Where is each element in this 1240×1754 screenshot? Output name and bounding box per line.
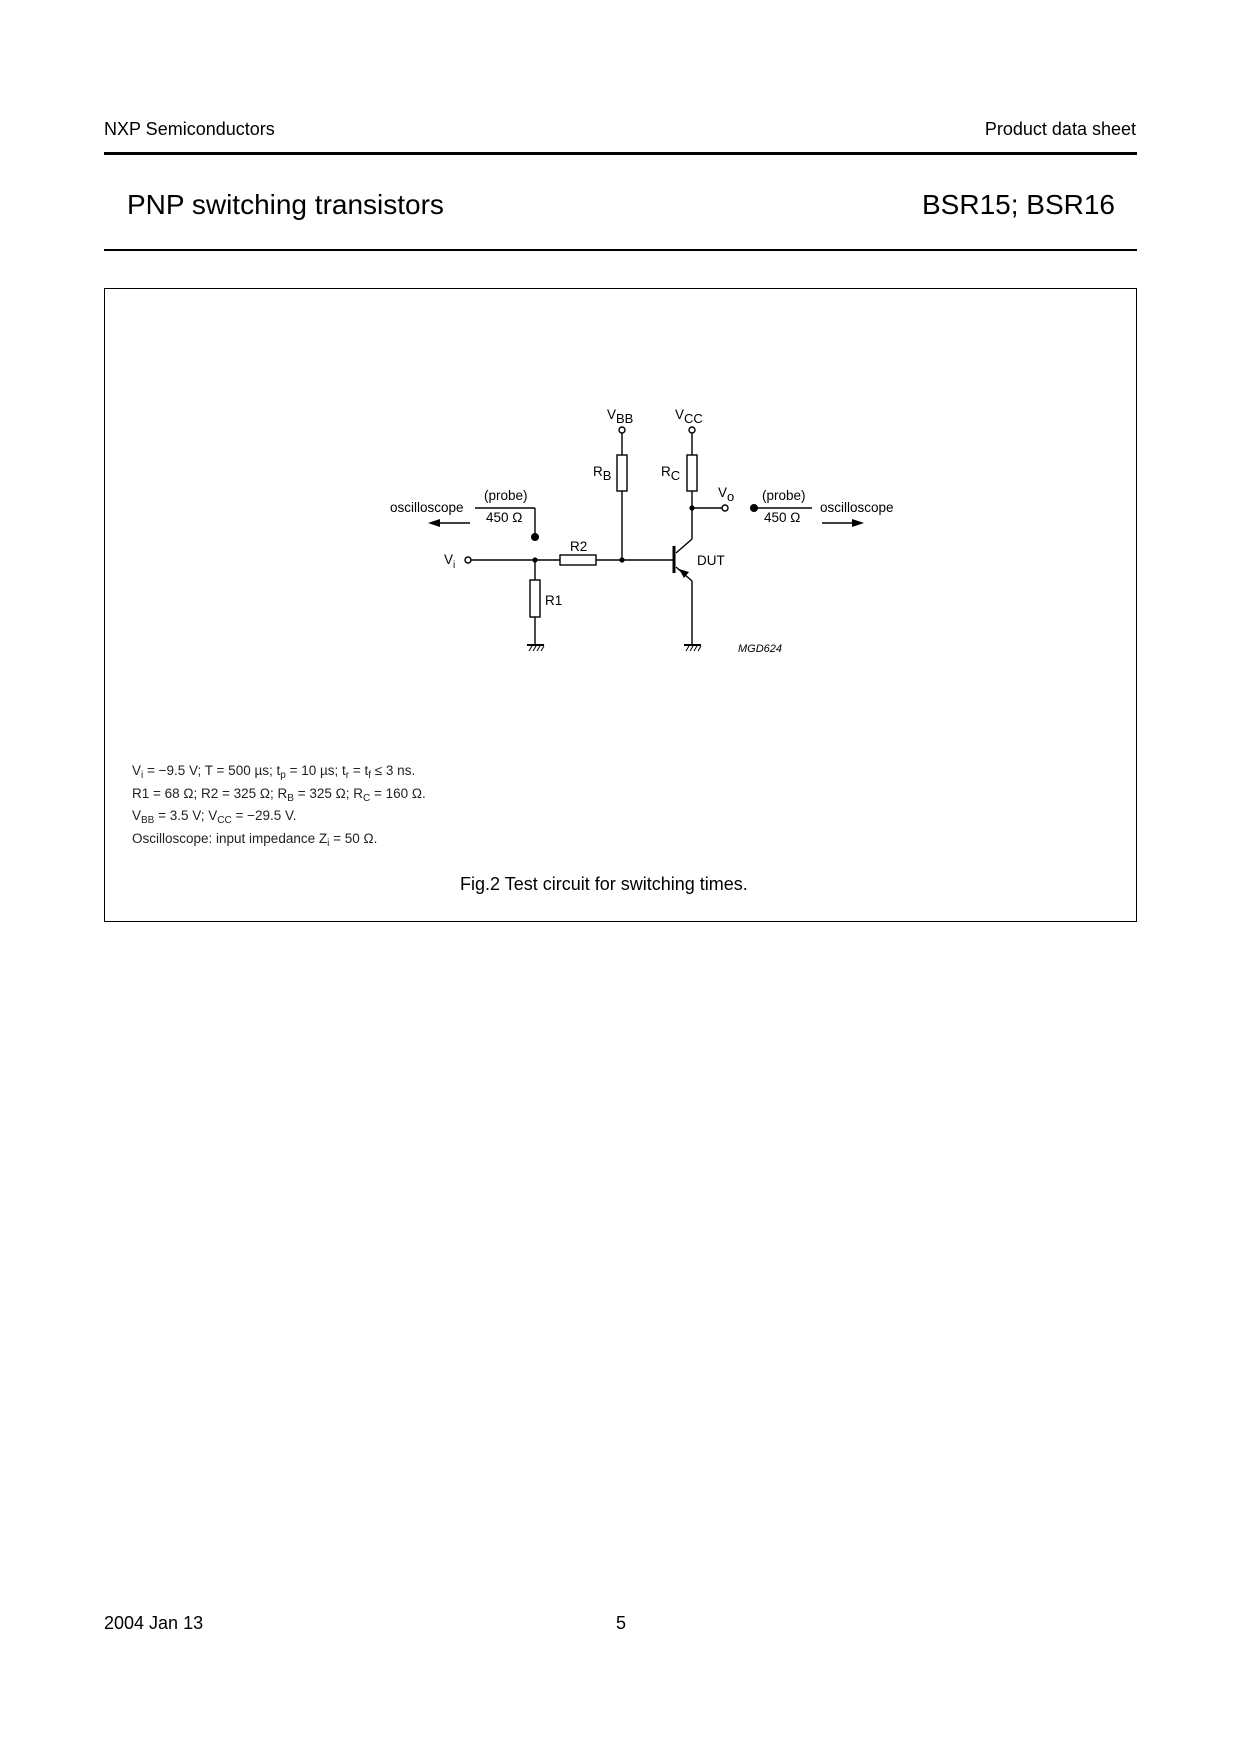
part-numbers: BSR15; BSR16 [922,189,1115,220]
figure-caption: Fig.2 Test circuit for switching times. [460,874,748,894]
dut-label: DUT [697,553,725,568]
right-probe-label: (probe) [762,488,806,503]
title-rule [104,249,1137,251]
figure-frame [104,288,1137,922]
page-title: PNP switching transistors [127,189,444,220]
right-probe-impedance: 450 Ω [764,510,800,525]
left-oscilloscope-label: oscilloscope [390,500,464,515]
header-company: NXP Semiconductors [104,119,275,139]
vo-label: Vo [718,485,734,504]
drawing-code: MGD624 [738,643,782,655]
vbb-terminal [618,426,626,434]
page-number: 5 [616,1613,627,1633]
left-probe-impedance: 450 Ω [486,510,522,525]
vo-terminal [721,504,729,512]
rb-resistor [616,454,628,492]
rb-label: RB [593,464,611,483]
header-rule [104,152,1137,155]
vbb-label: VBB [607,407,633,426]
rc-resistor [686,454,698,492]
header-doc-type: Product data sheet [984,119,1136,139]
r1-label: R1 [545,593,562,608]
left-probe-label: (probe) [484,488,528,503]
r2-label: R2 [570,539,587,554]
right-oscilloscope-label: oscilloscope [820,500,894,515]
note-line: R1 = 68 Ω; R2 = 325 Ω; RB = 325 Ω; RC = … [132,785,426,804]
note-line: Vi = −9.5 V; T = 500 µs; tp = 10 µs; tr … [132,763,416,781]
r1-resistor [529,579,541,618]
pnp-transistor-icon [672,538,693,645]
vi-terminal [464,556,472,564]
ground-icon [527,644,545,652]
vcc-label: VCC [675,407,703,426]
ground-icon [684,644,702,652]
vcc-terminal [688,426,696,434]
vi-label: Vi [444,552,455,571]
note-line: Oscilloscope: input impedance Zi = 50 Ω. [132,830,378,849]
figure-notes: Vi = −9.5 V; T = 500 µs; tp = 10 µs; tr … [132,760,426,850]
r2-resistor [559,554,597,566]
note-line: VBB = 3.5 V; VCC = −29.5 V. [132,808,297,826]
rc-label: RC [661,464,680,483]
footer-date: 2004 Jan 13 [104,1613,204,1633]
